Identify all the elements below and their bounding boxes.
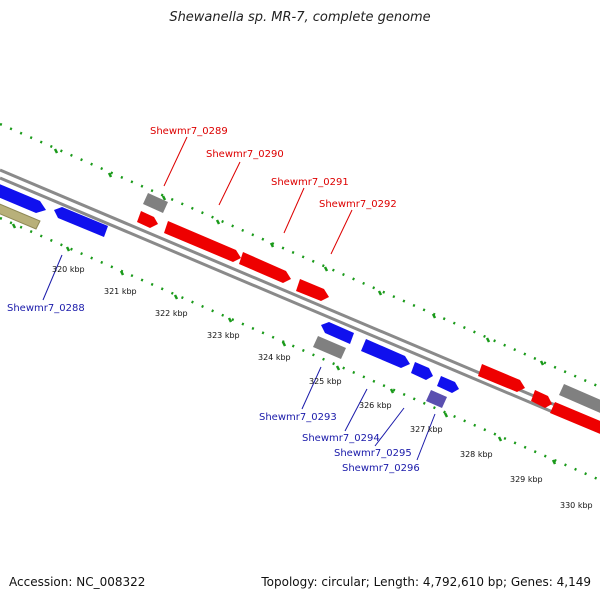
gene-label: Shewmr7_0294 bbox=[302, 433, 380, 444]
page-title: Shewanella sp. MR-7, complete genome bbox=[169, 10, 431, 25]
gene-arrow[interactable] bbox=[54, 207, 108, 237]
gene-arrow[interactable] bbox=[0, 180, 46, 213]
major-tick bbox=[227, 317, 233, 323]
major-tick bbox=[161, 195, 167, 201]
major-tick bbox=[551, 459, 557, 465]
major-tick bbox=[53, 148, 59, 154]
gene-arrow[interactable] bbox=[239, 252, 291, 283]
kbp-tick-label: 326 kbp bbox=[359, 401, 392, 410]
major-tick bbox=[389, 388, 395, 394]
major-tick bbox=[281, 341, 287, 347]
gene-arrow[interactable] bbox=[361, 339, 410, 368]
major-tick bbox=[335, 365, 341, 371]
major-tick bbox=[119, 270, 125, 276]
label-connector bbox=[301, 366, 322, 410]
major-tick bbox=[215, 219, 221, 225]
major-tick bbox=[269, 242, 275, 248]
gene-arrow[interactable] bbox=[411, 362, 433, 380]
inner-tick-track bbox=[0, 216, 600, 482]
major-tick bbox=[539, 360, 545, 366]
gene-arrow[interactable] bbox=[137, 211, 158, 228]
label-connector bbox=[416, 413, 436, 461]
gene-label: Shewmr7_0290 bbox=[206, 149, 284, 160]
gene-arrow[interactable] bbox=[164, 221, 241, 262]
kbp-tick-label: 322 kbp bbox=[155, 309, 188, 318]
label-connector bbox=[344, 388, 368, 432]
genome-summary-text: Topology: circular; Length: 4,792,610 bp… bbox=[261, 575, 591, 589]
major-tick bbox=[65, 246, 71, 252]
gene-arrow[interactable] bbox=[550, 402, 600, 436]
gene-arrow[interactable] bbox=[296, 279, 329, 301]
gene-arrow[interactable] bbox=[321, 322, 354, 344]
label-connector bbox=[163, 136, 188, 187]
accession-text: Accession: NC_008322 bbox=[9, 575, 146, 589]
kbp-tick-label: 325 kbp bbox=[309, 377, 342, 386]
major-ticks bbox=[11, 148, 557, 465]
kbp-tick-label: 324 kbp bbox=[258, 353, 291, 362]
label-connector bbox=[42, 254, 63, 301]
outer-tick-track bbox=[0, 122, 600, 389]
kbp-tick-label: 328 kbp bbox=[460, 450, 493, 459]
gene-label: Shewmr7_0296 bbox=[342, 463, 420, 474]
gene-label: Shewmr7_0292 bbox=[319, 199, 397, 210]
kbp-tick-label: 329 kbp bbox=[510, 475, 543, 484]
gene-arrow[interactable] bbox=[143, 193, 168, 213]
kbp-tick-label: 320 kbp bbox=[52, 265, 85, 274]
label-connector bbox=[218, 161, 241, 206]
gene-arrow[interactable] bbox=[478, 364, 525, 392]
gene-arrow[interactable] bbox=[0, 200, 41, 230]
gene-label: Shewmr7_0291 bbox=[271, 177, 349, 188]
major-tick bbox=[377, 290, 383, 296]
kbp-tick-label: 327 kbp bbox=[410, 425, 443, 434]
label-connector bbox=[374, 407, 405, 447]
gene-label: Shewmr7_0288 bbox=[7, 303, 85, 314]
major-tick bbox=[323, 266, 329, 272]
major-tick bbox=[11, 223, 17, 229]
gene-label: Shewmr7_0295 bbox=[334, 448, 412, 459]
kbp-tick-label: 321 kbp bbox=[104, 287, 137, 296]
major-tick bbox=[173, 294, 179, 300]
gene-arrow[interactable] bbox=[437, 376, 459, 393]
major-tick bbox=[107, 172, 113, 178]
gene-arrow[interactable] bbox=[531, 390, 552, 408]
gene-arrow[interactable] bbox=[313, 336, 346, 359]
major-tick bbox=[443, 412, 449, 418]
kbp-tick-label: 323 kbp bbox=[207, 331, 240, 340]
major-tick bbox=[497, 436, 503, 442]
label-connector bbox=[283, 187, 305, 234]
gene-arrow[interactable] bbox=[426, 390, 447, 408]
gene-label: Shewmr7_0289 bbox=[150, 126, 228, 137]
major-tick bbox=[485, 337, 491, 343]
major-tick bbox=[431, 313, 437, 319]
gene-label: Shewmr7_0293 bbox=[259, 412, 337, 423]
gene-arrow[interactable] bbox=[559, 384, 600, 415]
label-connector bbox=[330, 209, 353, 255]
backbone-inner bbox=[0, 176, 600, 434]
kbp-tick-label: 330 kbp bbox=[560, 501, 593, 510]
